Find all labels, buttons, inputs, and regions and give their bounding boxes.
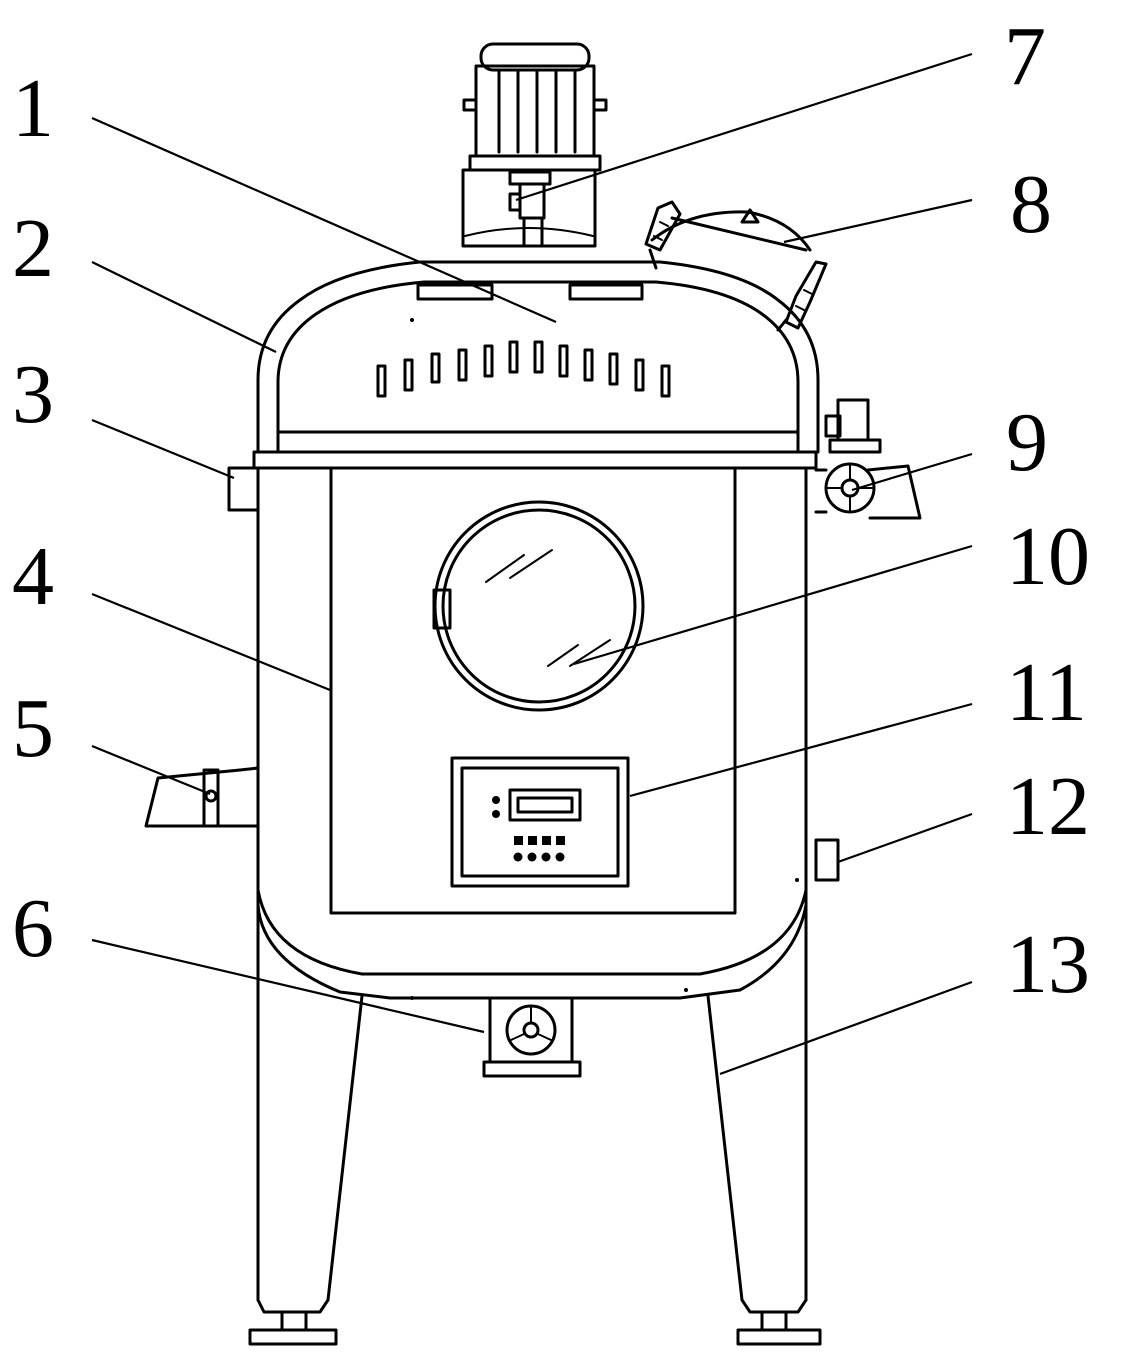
callout-5: 5 — [12, 682, 54, 775]
right-outlet — [814, 838, 840, 882]
motor — [462, 42, 608, 172]
callout-8: 8 — [1010, 158, 1052, 251]
feed-hatch — [644, 200, 828, 332]
right-valve — [814, 398, 922, 520]
left-leg — [248, 903, 364, 1346]
callout-4: 4 — [12, 530, 54, 623]
leader-1 — [91, 116, 557, 324]
side-inlet-pipe — [227, 466, 260, 512]
control-panel — [450, 756, 630, 888]
callout-11: 11 — [1006, 646, 1087, 739]
leader-3 — [91, 418, 235, 480]
leader-9 — [851, 452, 973, 492]
jacket-panel — [329, 466, 737, 915]
leader-5 — [91, 744, 211, 796]
leader-6 — [91, 938, 485, 1034]
callout-13: 13 — [1006, 918, 1090, 1011]
leader-2 — [91, 261, 277, 353]
leader-7 — [515, 52, 973, 202]
sight-glass — [432, 500, 645, 712]
callout-10: 10 — [1006, 510, 1090, 603]
right-leg — [706, 903, 822, 1346]
callout-6: 6 — [12, 882, 54, 975]
bottom-drain-valve — [482, 996, 582, 1078]
dome-lid — [256, 260, 820, 454]
leader-13 — [719, 980, 973, 1076]
tank-shell — [252, 450, 818, 1000]
callout-labels: 1 2 3 4 5 6 7 8 9 10 11 12 13 — [12, 10, 1090, 1011]
leader-11 — [629, 702, 973, 798]
leader-8 — [783, 198, 973, 244]
side-discharge — [144, 766, 260, 828]
leader-10 — [573, 544, 973, 666]
motor-bracket — [461, 168, 597, 248]
callout-7: 7 — [1004, 10, 1046, 103]
callout-9: 9 — [1006, 396, 1048, 489]
leader-lines — [91, 52, 973, 1076]
callout-2: 2 — [12, 202, 54, 295]
leader-12 — [837, 812, 973, 864]
callout-1: 1 — [12, 62, 54, 155]
callout-12: 12 — [1006, 760, 1090, 853]
leader-4 — [91, 592, 331, 692]
callout-3: 3 — [12, 348, 54, 441]
